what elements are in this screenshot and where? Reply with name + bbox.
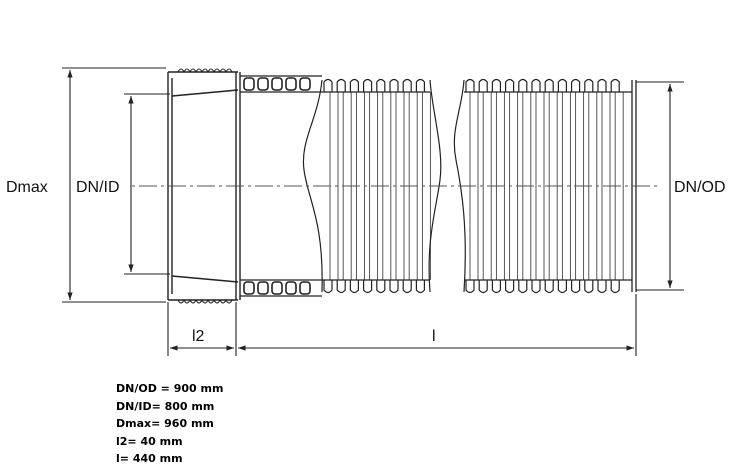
gasket-cell-bottom (257, 281, 269, 295)
dn-od-dimension (636, 81, 684, 291)
pipe-crest-top (544, 78, 554, 92)
pipe-crest-bottom (544, 280, 554, 294)
pipe-crest-top (610, 78, 620, 92)
dn-id-dimension (124, 93, 170, 275)
socket-rib-bottom (219, 299, 227, 304)
pipe-crest-top (491, 78, 501, 92)
pipe-crest-top (376, 78, 386, 92)
pipe-crest-bottom (323, 280, 333, 294)
socket-rib-bottom (213, 299, 221, 304)
socket-rib-top (201, 68, 209, 73)
socket-corrugation-bottom (177, 299, 233, 304)
pipe-crest-bottom (557, 280, 567, 294)
socket-rib-top (225, 68, 233, 73)
socket-rib-bottom (207, 299, 215, 304)
spec-dn-id: DN/ID= 800 mm (116, 399, 215, 413)
dn-od-label: DN/OD (674, 179, 726, 196)
gasket-cell-bottom (285, 281, 297, 295)
pipe-crest-top (415, 78, 425, 92)
pipe-corrugation-top (323, 78, 620, 92)
pipe-crest-bottom (465, 280, 475, 294)
socket-rib-bottom (177, 299, 185, 304)
dmax-dimension (62, 67, 166, 303)
pipe-crest-bottom (389, 280, 399, 294)
spec-list: DN/OD = 900 mm DN/ID= 800 mm Dmax= 960 m… (116, 380, 223, 468)
pipe-crest-top (402, 78, 412, 92)
spec-dn-od: DN/OD = 900 mm (116, 382, 224, 395)
pipe-crest-bottom (478, 280, 488, 294)
pipe-crest-top (336, 78, 346, 92)
pipe-crest-top (465, 78, 475, 92)
pipe-crest-top (323, 78, 333, 92)
pipe-crest-bottom (571, 280, 581, 294)
sealing-gasket-top (240, 75, 322, 93)
dn-id-label: DN/ID (76, 179, 120, 196)
socket-rib-top (177, 68, 185, 73)
spec-l: l= 440 mm (116, 452, 183, 465)
gasket-cell-bottom (243, 281, 255, 295)
pipe-crest-top (531, 78, 541, 92)
pipe-crest-top (557, 78, 567, 92)
pipe-crest-bottom (584, 280, 594, 294)
pipe-crest-bottom (491, 280, 501, 294)
pipe-crest-bottom (376, 280, 386, 294)
l-dimension (238, 294, 637, 356)
pipe-crest-bottom (336, 280, 346, 294)
pipe-crest-top (389, 78, 399, 92)
socket-rib-top (189, 68, 197, 73)
pipe-crest-top (363, 78, 373, 92)
pipe-crest-bottom (597, 280, 607, 294)
pipe-crest-bottom (531, 280, 541, 294)
gasket-cell-top (257, 77, 269, 91)
pipe-crest-top (349, 78, 359, 92)
socket-rib-bottom (183, 299, 191, 304)
pipe-crest-bottom (505, 280, 515, 294)
pipe-crest-bottom (610, 280, 620, 294)
socket-rib-bottom (189, 299, 197, 304)
sealing-gasket-bottom (240, 279, 322, 297)
pipe-crest-top (584, 78, 594, 92)
socket-corrugation-top (177, 68, 233, 73)
pipe-crest-bottom (518, 280, 528, 294)
l2-dimension (167, 302, 237, 356)
pipe-corrugation-bottom (323, 280, 620, 294)
socket-rib-top (195, 68, 203, 73)
pipe-crest-top (478, 78, 488, 92)
l-label: l (432, 328, 436, 345)
gasket-cell-bottom (271, 281, 283, 295)
pipe-crest-top (597, 78, 607, 92)
gasket-cell-top (271, 77, 283, 91)
pipe-crest-bottom (402, 280, 412, 294)
socket-rib-bottom (195, 299, 203, 304)
gasket-cell-top (243, 77, 255, 91)
dmax-label: Dmax (6, 179, 48, 196)
pipe-crest-top (571, 78, 581, 92)
pipe-crest-top (505, 78, 515, 92)
socket-rib-top (219, 68, 227, 73)
break-lines (302, 79, 466, 293)
spec-l2: l2= 40 mm (116, 434, 183, 448)
socket-rib-top (207, 68, 215, 73)
socket-rib-bottom (225, 299, 233, 304)
gasket-cell-top (299, 77, 311, 91)
l2-label: l2 (192, 328, 205, 345)
pipe-crest-bottom (415, 280, 425, 294)
socket-rib-top (213, 68, 221, 73)
spec-dmax: Dmax= 960 mm (116, 417, 214, 430)
socket-rib-bottom (201, 299, 209, 304)
pipe-crest-bottom (349, 280, 359, 294)
gasket-cell-top (285, 77, 297, 91)
pipe-crest-top (518, 78, 528, 92)
socket-rib-top (183, 68, 191, 73)
gasket-cell-bottom (299, 281, 311, 295)
pipe-crest-bottom (363, 280, 373, 294)
